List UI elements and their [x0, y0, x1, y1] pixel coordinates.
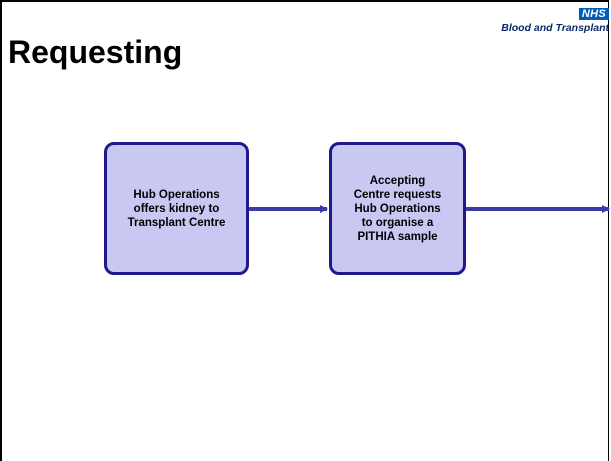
flow-step-request-pithia-label: Accepting Centre requests Hub Operations… [353, 174, 442, 243]
nhs-badge: NHS [578, 8, 609, 20]
logo-text: Blood and Transplant [501, 22, 609, 34]
slide-title: Requesting [8, 34, 183, 70]
nhsbt-logo: NHS Blood and Transplant [501, 4, 609, 34]
flow-step-request-pithia: Accepting Centre requests Hub Operations… [329, 142, 466, 275]
flow-step-offer-kidney-label: Hub Operations offers kidney to Transpla… [127, 188, 226, 229]
flow-step-offer-kidney: Hub Operations offers kidney to Transpla… [104, 142, 249, 275]
